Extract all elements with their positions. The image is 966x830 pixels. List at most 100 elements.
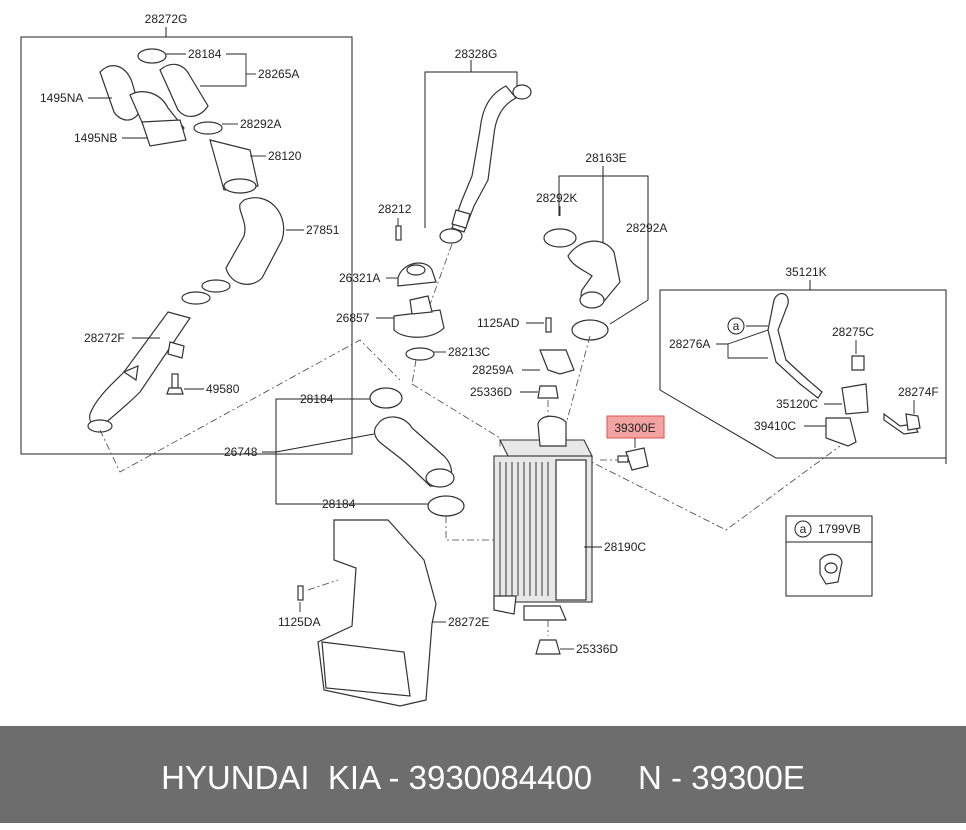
- label-28328G[interactable]: 28328G: [455, 47, 498, 61]
- gasket-28213C[interactable]: [405, 347, 435, 361]
- label-26321A[interactable]: 26321A: [339, 271, 380, 285]
- adapter-26857[interactable]: [393, 309, 445, 338]
- bolt-49580-head[interactable]: [166, 387, 184, 395]
- grommet-25336D-bottom[interactable]: [535, 639, 561, 655]
- label-28213C[interactable]: 28213C: [448, 345, 490, 359]
- adapter-26857-neck[interactable]: [409, 295, 433, 315]
- hose-27851[interactable]: [225, 197, 285, 285]
- label-28190C[interactable]: 28190C: [604, 540, 646, 554]
- bracket-28259A[interactable]: [539, 349, 575, 375]
- label-28292A-right[interactable]: 28292A: [626, 221, 667, 235]
- seal-26321A-top[interactable]: [406, 264, 426, 276]
- bolt-49580[interactable]: [171, 373, 179, 389]
- clamp-lower-2[interactable]: [181, 291, 211, 305]
- label-28275C[interactable]: 28275C: [832, 325, 874, 339]
- intercooler-inlet[interactable]: [537, 415, 567, 447]
- clamp-28292K[interactable]: [543, 228, 577, 248]
- group-39300E: 39300E: [600, 415, 665, 471]
- label-1495NA[interactable]: 1495NA: [40, 91, 83, 105]
- label-35120C[interactable]: 35120C: [776, 397, 818, 411]
- bolt-1125DA[interactable]: [297, 585, 304, 601]
- grommet-25336D-top[interactable]: [537, 385, 559, 399]
- callout-a[interactable]: a: [733, 319, 740, 333]
- clip-28274F[interactable]: [905, 413, 921, 431]
- intercooler-foot-right[interactable]: [523, 605, 567, 621]
- label-28292A-left[interactable]: 28292A: [240, 117, 281, 131]
- legend-1799VB: a 1799VB: [785, 515, 873, 597]
- tube-35121K[interactable]: [767, 293, 823, 399]
- label-28259A[interactable]: 28259A: [472, 363, 513, 377]
- clamp-28328G-bottom[interactable]: [439, 228, 463, 244]
- intercooler-foot-left[interactable]: [493, 595, 517, 615]
- label-28265A[interactable]: 28265A: [258, 67, 299, 81]
- sensor-39300E-tip[interactable]: [617, 455, 629, 463]
- label-28163E[interactable]: 28163E: [585, 151, 626, 165]
- valve-35120C[interactable]: [841, 383, 869, 415]
- intercooler-fins: [499, 462, 549, 596]
- clip-1799VB-ring[interactable]: [824, 562, 838, 574]
- legend-callout-a[interactable]: a: [800, 522, 807, 536]
- label-28272E[interactable]: 28272E: [448, 615, 489, 629]
- group-28272E: 28272E 1125DA: [278, 519, 489, 707]
- duct-28272E-mouth[interactable]: [321, 641, 411, 697]
- clamp-28292A-upper[interactable]: [193, 121, 223, 135]
- label-49580[interactable]: 49580: [206, 382, 240, 396]
- legend-1799VB-frame: [785, 515, 873, 597]
- parts-diagram: 28272G 28184 28265A 1495NA 1495NB 28292A…: [20, 12, 947, 707]
- intercooler-28190C[interactable]: 28190C: [493, 415, 646, 621]
- label-25336D-top[interactable]: 25336D: [470, 385, 512, 399]
- label-27851[interactable]: 27851: [306, 223, 340, 237]
- label-28272F[interactable]: 28272F: [84, 331, 125, 345]
- label-25336D-bottom[interactable]: 25336D: [576, 642, 618, 656]
- label-1125DA[interactable]: 1125DA: [278, 615, 320, 629]
- pipe-28272F[interactable]: [89, 311, 191, 427]
- label-1495NB[interactable]: 1495NB: [74, 131, 117, 145]
- label-28274F[interactable]: 28274F: [898, 385, 939, 399]
- hose-26748-end[interactable]: [425, 468, 455, 488]
- callout-a-circle: [727, 317, 745, 335]
- group-28328G: 28328G: [424, 47, 532, 311]
- group-26857: 28212 26321A 26857 28213C: [336, 202, 501, 450]
- pipe-28120[interactable]: [209, 139, 259, 191]
- bolt-28212[interactable]: [395, 225, 402, 241]
- label-28184-top[interactable]: 28184: [188, 47, 222, 61]
- label-28212[interactable]: 28212: [378, 202, 412, 216]
- label-28272G[interactable]: 28272G: [145, 12, 188, 26]
- hose-28163E-end[interactable]: [579, 291, 605, 309]
- intercooler-tank[interactable]: [555, 459, 587, 601]
- clamp-28184-low[interactable]: [427, 495, 465, 517]
- clamp-28184-mid[interactable]: [369, 387, 403, 409]
- footer-bar: HYUNDAI KIA - 3930084400 N - 39300E: [0, 726, 966, 823]
- pipe-28328G[interactable]: [451, 85, 517, 233]
- pipe-28272F-end[interactable]: [87, 419, 113, 433]
- label-39300E[interactable]: 39300E: [614, 421, 655, 435]
- hose-28265A[interactable]: [159, 63, 209, 117]
- sensor-39300E[interactable]: [625, 447, 649, 471]
- label-28120[interactable]: 28120: [268, 149, 302, 163]
- connector-28275C[interactable]: [851, 355, 865, 371]
- pipe-28120-ring[interactable]: [223, 178, 257, 194]
- pipe-28328G-ring[interactable]: [451, 209, 471, 229]
- label-35121K[interactable]: 35121K: [785, 265, 826, 279]
- label-39410C[interactable]: 39410C: [754, 419, 796, 433]
- bracket-39410C[interactable]: [825, 417, 857, 447]
- clamp-28292A-right[interactable]: [571, 319, 609, 341]
- label-26748[interactable]: 26748: [224, 445, 258, 459]
- label-28276A[interactable]: 28276A: [669, 337, 710, 351]
- footer-part-number-text: HYUNDAI KIA - 3930084400 N - 39300E: [161, 759, 805, 796]
- label-26857[interactable]: 26857: [336, 311, 370, 325]
- clamp-28328G-top[interactable]: [512, 84, 532, 100]
- hose-coupler[interactable]: [141, 119, 187, 147]
- group-28272G: 28272G 28184 28265A 1495NA 1495NB 28292A…: [20, 12, 353, 455]
- label-1125AD[interactable]: 1125AD: [477, 316, 520, 330]
- label-1799VB[interactable]: 1799VB: [818, 522, 861, 536]
- clamp-lower[interactable]: [201, 279, 231, 293]
- clamp-28184[interactable]: [137, 48, 167, 64]
- group-28163E: 28163E 28292K 28292A: [536, 151, 667, 341]
- bracket-28272F-2[interactable]: [122, 365, 139, 382]
- label-28184-mid[interactable]: 28184: [300, 392, 334, 406]
- label-28292K[interactable]: 28292K: [536, 191, 577, 205]
- bracket-28272F[interactable]: [167, 341, 185, 359]
- bolt-1125AD[interactable]: [545, 317, 552, 333]
- label-28184-low[interactable]: 28184: [322, 497, 356, 511]
